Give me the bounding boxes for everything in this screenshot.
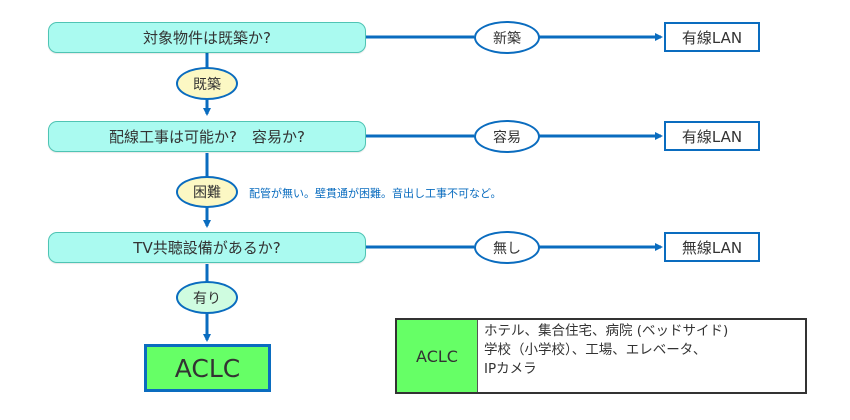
result-box-wireless-lan: 無線LAN — [664, 232, 760, 262]
branch-label: 新築 — [493, 30, 521, 47]
legend-line: 学校（小学校）、工場、エレベータ、 — [484, 342, 707, 358]
result-label: ACLC — [174, 353, 241, 383]
branch-label: 容易 — [493, 129, 521, 146]
branch-label: 困難 — [193, 185, 221, 201]
legend-key: ACLC — [416, 346, 458, 366]
question-text: 配線工事は可能か? 容易か? — [109, 128, 305, 146]
branch-label: 有り — [193, 290, 221, 307]
question-text: 対象物件は既築か? — [143, 29, 271, 47]
result-label: 無線LAN — [681, 238, 743, 257]
result-box-aclc: ACLC — [144, 344, 271, 392]
result-label: 有線LAN — [681, 28, 743, 47]
branch-label: 無し — [493, 240, 521, 257]
result-box-wired-lan-2: 有線LAN — [664, 121, 760, 151]
legend-line: ホテル、集合住宅、病院 (ベッドサイド) — [484, 323, 729, 339]
branch-oval-existing: 既築 — [176, 67, 238, 100]
difficulty-note: 配管が無い。壁貫通が困難。音出し工事不可など。 — [249, 187, 502, 200]
branch-oval-easy: 容易 — [474, 120, 540, 153]
aclc-use-case-table: ACLC ホテル、集合住宅、病院 (ベッドサイド) 学校（小学校）、工場、エレベ… — [395, 318, 807, 394]
result-box-wired-lan-1: 有線LAN — [664, 22, 760, 52]
question-box-tv-facility: TV共聴設備があるか? — [48, 232, 366, 263]
question-box-existing-building: 対象物件は既築か? — [48, 22, 366, 53]
branch-label: 既築 — [193, 76, 221, 93]
branch-oval-difficult: 困難 — [176, 176, 238, 208]
question-box-wiring-feasible: 配線工事は可能か? 容易か? — [48, 121, 366, 152]
branch-oval-present: 有り — [176, 281, 238, 314]
legend-value-cell: ホテル、集合住宅、病院 (ベッドサイド) 学校（小学校）、工場、エレベータ、 I… — [478, 320, 734, 392]
branch-oval-new-build: 新築 — [474, 21, 540, 54]
result-label: 有線LAN — [681, 127, 743, 146]
legend-key-cell: ACLC — [397, 320, 478, 392]
branch-oval-none: 無し — [474, 231, 540, 264]
legend-line: IPカメラ — [484, 361, 537, 377]
question-text: TV共聴設備があるか? — [133, 239, 281, 257]
